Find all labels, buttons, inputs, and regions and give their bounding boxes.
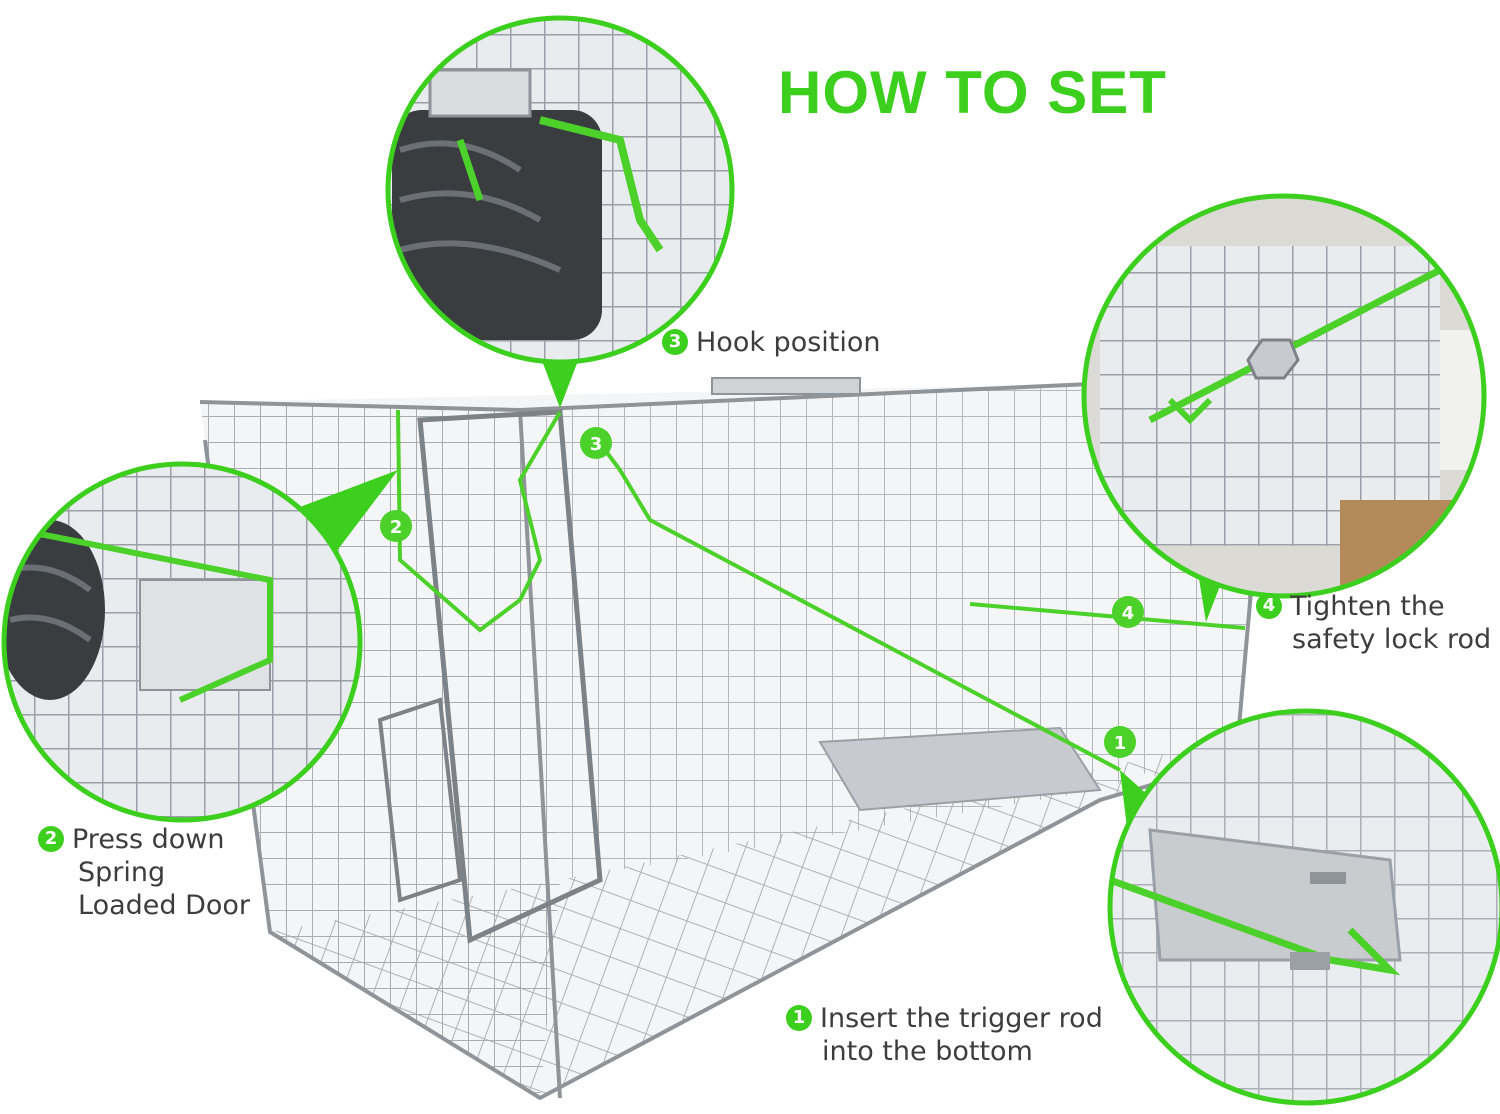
step-2-text-line1: Press down <box>72 824 225 855</box>
step-2-label: 2 Press down Spring Loaded Door <box>38 823 250 922</box>
cage-markers: 3 2 4 1 <box>380 427 1144 758</box>
cage <box>199 377 1264 1101</box>
marker-1: 1 <box>1114 733 1127 754</box>
step-3-text: Hook position <box>696 327 881 358</box>
step-2-badge: 2 <box>38 825 64 852</box>
step-3-badge: 3 <box>662 328 688 355</box>
step-4-label: 4 Tighten the safety lock rod <box>1256 590 1491 656</box>
step-1-text-line1: Insert the trigger rod <box>820 1003 1103 1034</box>
step-1-label: 1 Insert the trigger rod into the bottom <box>786 1002 1103 1068</box>
step-1-badge: 1 <box>786 1004 812 1031</box>
zoom-safety-lock <box>1081 193 1487 599</box>
zoom-trigger-rod <box>1107 708 1500 1106</box>
step-4-text-line1: Tighten the <box>1290 591 1445 622</box>
zoom-hook-position <box>385 15 735 365</box>
step-4-badge: 4 <box>1256 592 1282 619</box>
marker-4: 4 <box>1122 603 1135 624</box>
step-3-label: 3 Hook position <box>662 326 881 359</box>
step-2-text-line2: Spring <box>78 857 166 888</box>
step-4-text-line2: safety lock rod <box>1292 624 1492 655</box>
page-title: HOW TO SET <box>778 59 1167 126</box>
zoom-spring-door <box>1 461 363 823</box>
marker-2: 2 <box>390 517 403 538</box>
marker-3: 3 <box>590 434 603 455</box>
step-2-text-line3: Loaded Door <box>78 890 251 921</box>
step-1-text-line2: into the bottom <box>822 1036 1033 1067</box>
